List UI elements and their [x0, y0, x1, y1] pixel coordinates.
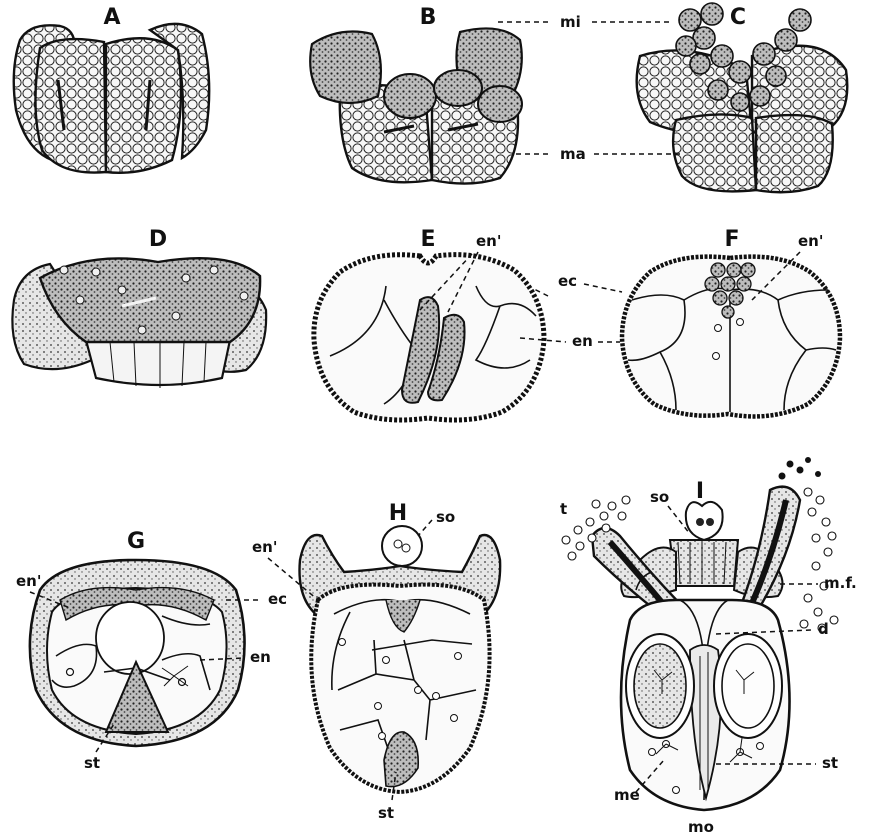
label-st-h: st	[378, 804, 394, 822]
label-so-h: so	[436, 508, 455, 526]
panel-c-label: C	[730, 5, 746, 30]
panel-a-label: A	[103, 5, 120, 30]
label-en-g: en	[250, 648, 271, 666]
label-ma: ma	[560, 145, 586, 163]
label-ec-e: ec	[558, 272, 577, 290]
label-en-prime-h: en'	[252, 538, 277, 556]
label-en-prime-g: en'	[16, 572, 41, 590]
panel-a: A	[14, 5, 209, 173]
panel-e-label: E	[420, 227, 435, 252]
panel-h: H	[300, 501, 501, 792]
label-t: t	[560, 500, 567, 518]
panel-b: B	[310, 5, 522, 184]
label-so-i: so	[650, 488, 669, 506]
label-st-i: st	[822, 754, 838, 772]
label-me: me	[614, 786, 640, 804]
label-st-g: st	[84, 754, 100, 772]
label-mo: mo	[688, 818, 714, 836]
label-en-e: en	[572, 332, 593, 350]
panel-e: E	[314, 227, 544, 420]
panel-g-label: G	[127, 529, 145, 554]
panel-c: C	[637, 3, 848, 192]
panel-h-label: H	[389, 501, 407, 526]
label-d: d	[818, 620, 829, 638]
panel-i-label: I	[696, 479, 704, 504]
panel-i: I	[562, 457, 838, 810]
panel-f: F	[622, 227, 840, 416]
label-mi: mi	[560, 13, 581, 31]
label-mf: m.f.	[824, 574, 857, 592]
label-en-prime-e: en'	[476, 232, 501, 250]
panel-b-label: B	[420, 5, 437, 30]
panel-f-label: F	[724, 227, 739, 252]
panel-d: D	[12, 227, 266, 388]
label-ec-g: ec	[268, 590, 287, 608]
label-en-prime-f: en'	[798, 232, 823, 250]
panel-d-label: D	[149, 227, 167, 252]
panel-g: G	[30, 529, 245, 746]
